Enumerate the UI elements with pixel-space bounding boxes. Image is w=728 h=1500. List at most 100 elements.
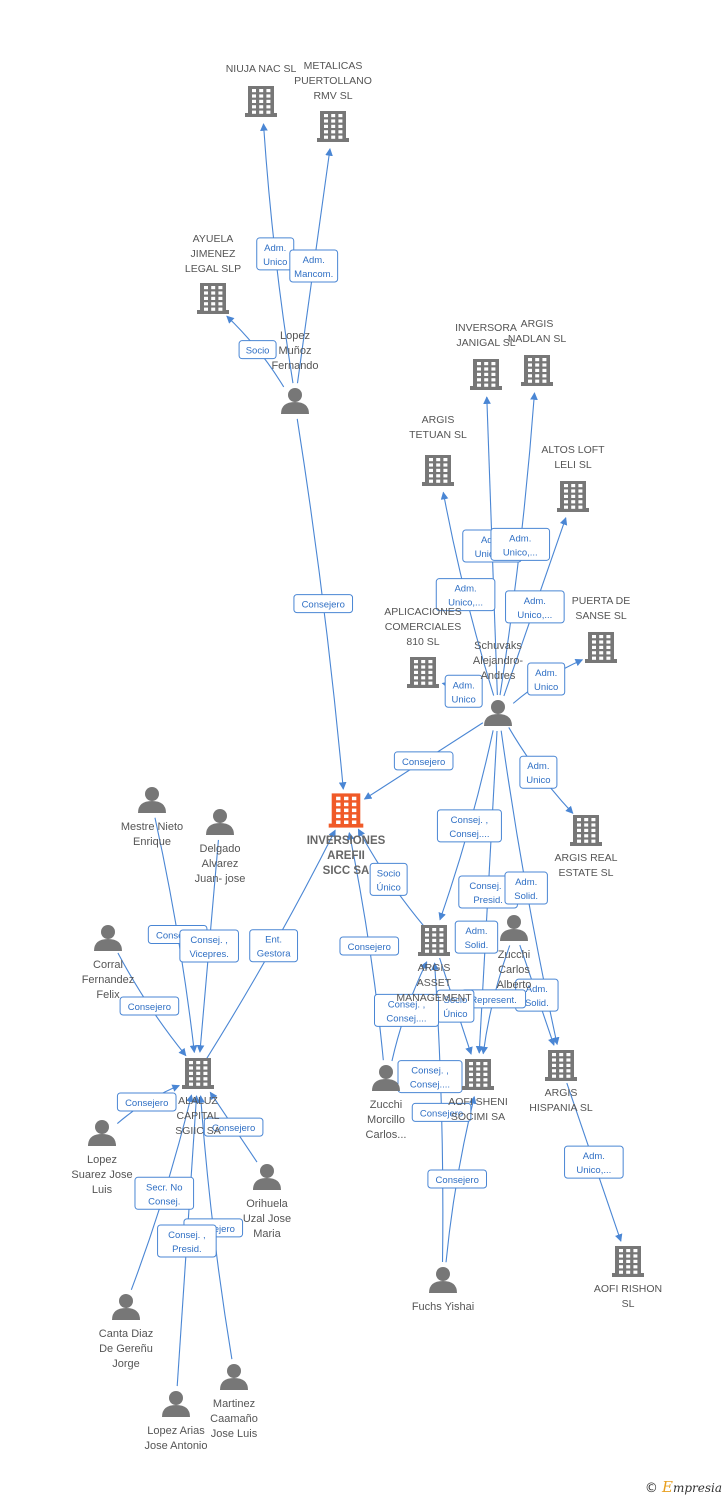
edge-label[interactable]: Consejero bbox=[119, 996, 180, 1016]
edge-label[interactable]: Consejero bbox=[393, 751, 454, 771]
edge-label[interactable]: Adm.Unico bbox=[444, 674, 483, 708]
edge-label-text: Único bbox=[443, 1009, 467, 1020]
edge-label[interactable]: Consejero bbox=[203, 1117, 264, 1137]
edge-label[interactable]: Consej. ,Consej.... bbox=[436, 809, 502, 843]
node-label: Morcillo bbox=[367, 1114, 405, 1126]
edge-label[interactable]: Adm.Unico,... bbox=[564, 1145, 624, 1179]
node-label: SGIIC SA bbox=[175, 1125, 221, 1137]
building-icon bbox=[317, 111, 349, 142]
edge-label[interactable]: Adm.Unico bbox=[519, 755, 558, 789]
node-label: Suarez Jose bbox=[71, 1169, 132, 1181]
edge-label[interactable]: Socio bbox=[238, 340, 277, 360]
node-label: Schuvaks bbox=[474, 640, 522, 652]
edge-label[interactable]: Consejero bbox=[293, 594, 354, 614]
edge-label-text: Unico bbox=[263, 257, 287, 268]
building-icon bbox=[422, 455, 454, 486]
node-label: SOCIMI SA bbox=[451, 1111, 505, 1123]
node-label: Lopez Arias bbox=[147, 1425, 205, 1437]
node-label: SL bbox=[622, 1298, 635, 1310]
edge-label[interactable]: Adm.Unico,... bbox=[505, 590, 565, 624]
node-label: Delgado bbox=[200, 843, 241, 855]
edge-label[interactable]: Consejero bbox=[116, 1092, 177, 1112]
edge-label[interactable]: Consej. ,Vicepres. bbox=[179, 929, 239, 963]
edge-label[interactable]: Adm.Unico bbox=[256, 237, 295, 271]
edge-label-text: Único bbox=[376, 882, 400, 893]
node-label: Fernando bbox=[271, 360, 318, 372]
edge-label[interactable]: Adm.Solid. bbox=[504, 871, 548, 905]
edge-label[interactable]: Adm.Solid. bbox=[515, 978, 559, 1012]
edge-label-text: Adm. bbox=[303, 255, 325, 266]
edge-label[interactable]: Consejero bbox=[411, 1102, 472, 1122]
node-label: JANIGAL SL bbox=[456, 337, 515, 349]
node-label: RMV SL bbox=[313, 90, 352, 102]
node-label: COMERCIALES bbox=[385, 621, 461, 633]
edge-label[interactable]: Adm.Unico bbox=[527, 662, 566, 696]
edge-label-text: Represent. bbox=[470, 995, 516, 1006]
node-label: ARGIS bbox=[422, 414, 455, 426]
person-icon bbox=[94, 925, 122, 951]
node-label: Uzal Jose bbox=[243, 1213, 291, 1225]
edge-label-text: Consejero bbox=[128, 1002, 171, 1013]
node-label: Lopez bbox=[87, 1154, 117, 1166]
node-label: Jose Luis bbox=[211, 1428, 258, 1440]
node-label: Carlos... bbox=[366, 1129, 407, 1141]
building-icon bbox=[545, 1050, 577, 1081]
edge-label[interactable]: Consejero bbox=[427, 1169, 488, 1189]
node-fuchs[interactable]: Fuchs Yishai bbox=[412, 1267, 474, 1313]
node-label: ARGIS bbox=[418, 962, 451, 974]
edge-label[interactable]: Consej. ,Presid. bbox=[157, 1224, 217, 1258]
person-icon bbox=[429, 1267, 457, 1293]
building-icon bbox=[245, 86, 277, 117]
edge-label[interactable]: Consej. ,Consej.... bbox=[374, 993, 440, 1027]
edge-label[interactable]: Adm.Solid. bbox=[454, 920, 499, 954]
node-label: Martinez bbox=[213, 1398, 255, 1410]
node-label: ASSET bbox=[417, 977, 452, 989]
edge-label[interactable]: Adm.Mancom. bbox=[289, 249, 339, 283]
node-label: Alvarez bbox=[202, 858, 239, 870]
edge-label[interactable]: Consej. ,Presid. bbox=[458, 875, 518, 909]
edge-label[interactable]: Adm.Unico,... bbox=[435, 578, 496, 612]
edge-label[interactable]: Consej. ,Consej.... bbox=[397, 1060, 463, 1094]
edge-label[interactable]: Ent.Gestora bbox=[249, 929, 299, 963]
edge-label-text: Consej. , bbox=[388, 999, 426, 1010]
node-label: LEGAL SLP bbox=[185, 263, 241, 275]
node-niuja[interactable]: NIUJA NAC SL bbox=[226, 63, 297, 117]
node-label: Fernandez bbox=[82, 974, 135, 986]
edge-label-text: Solid. bbox=[514, 891, 538, 902]
edge-label[interactable]: Adm.Unico,... bbox=[490, 527, 551, 561]
edge-label-text: Consej. , bbox=[168, 1230, 206, 1241]
edge-label[interactable]: Consejero bbox=[339, 936, 400, 956]
node-label: Luis bbox=[92, 1184, 113, 1196]
edge-label-text: Unico,... bbox=[576, 1165, 611, 1176]
node-zucchimc[interactable]: ZucchiMorcilloCarlos... bbox=[366, 1065, 407, 1141]
